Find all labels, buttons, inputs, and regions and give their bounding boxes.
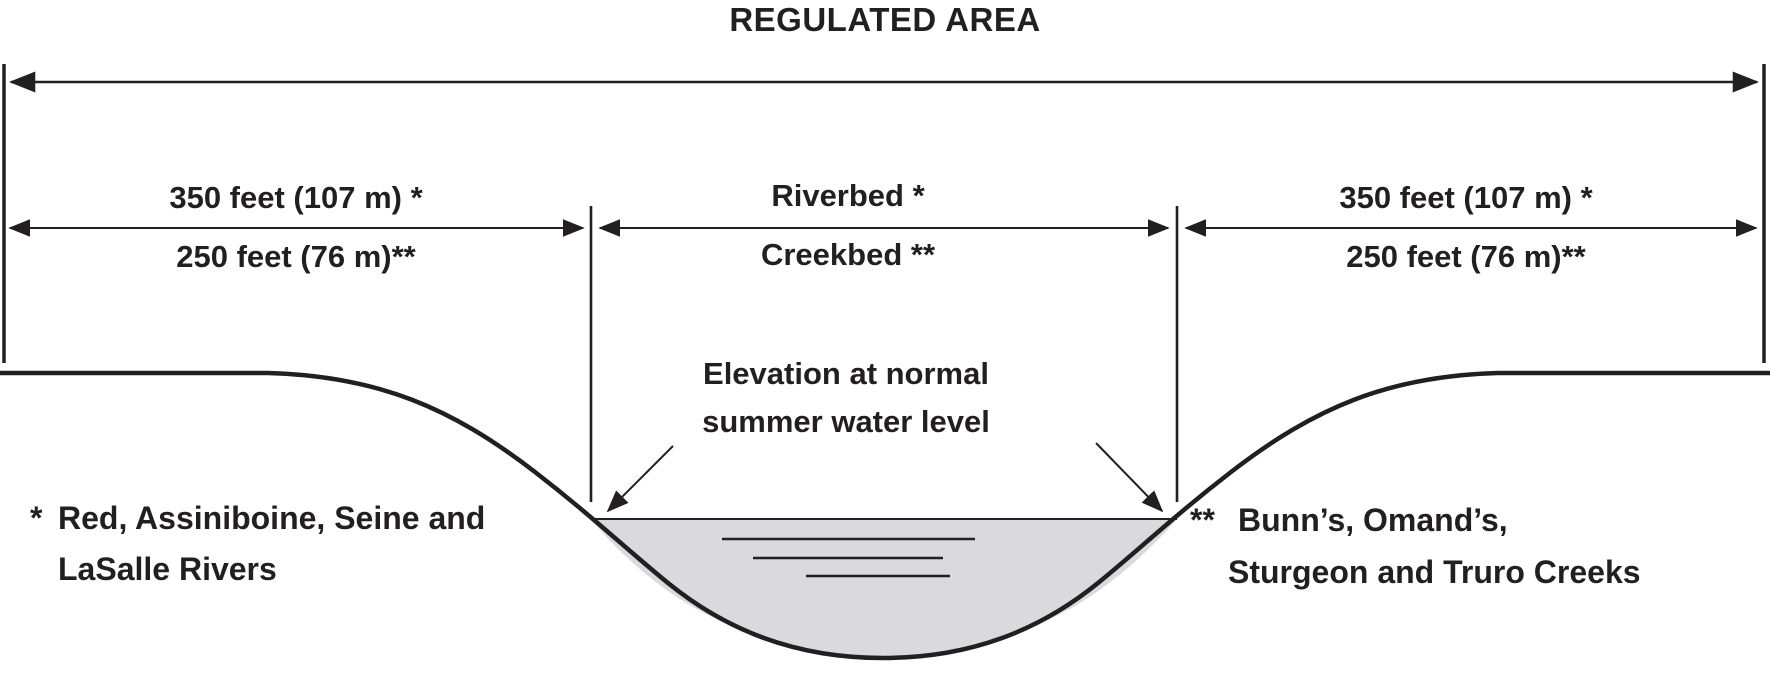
riverbank-terrain-outline xyxy=(0,370,1770,661)
footnote-rivers-marker: * xyxy=(30,500,43,536)
riverbed-label: Riverbed * xyxy=(771,178,925,213)
footnote-creeks-line1: Bunn’s, Omand’s, xyxy=(1238,502,1508,538)
right-setback-creeks-label: 250 feet (76 m)** xyxy=(1346,239,1586,274)
left-setback-creeks-label: 250 feet (76 m)** xyxy=(176,239,416,274)
footnote-creeks-marker: ** xyxy=(1190,502,1215,538)
footnote-rivers: * Red, Assiniboine, Seine and LaSalle Ri… xyxy=(30,500,485,587)
diagram-title: REGULATED AREA xyxy=(729,1,1040,38)
left-setback-rivers-label: 350 feet (107 m) * xyxy=(169,180,423,215)
water-level-label-line1: Elevation at normal xyxy=(703,356,989,391)
footnote-rivers-line2: LaSalle Rivers xyxy=(58,551,277,587)
footnote-rivers-line1: Red, Assiniboine, Seine and xyxy=(58,500,485,536)
footnote-creeks-line2: Sturgeon and Truro Creeks xyxy=(1228,554,1641,590)
water-level-pointer-arrow-right xyxy=(1095,442,1164,513)
creekbed-label: Creekbed ** xyxy=(761,237,936,272)
water-level-label-line2: summer water level xyxy=(702,404,990,439)
water-level-pointer-arrow-left xyxy=(606,445,674,513)
right-setback-rivers-label: 350 feet (107 m) * xyxy=(1339,180,1593,215)
water-body xyxy=(591,519,1177,657)
footnote-creeks: ** Bunn’s, Omand’s, Sturgeon and Truro C… xyxy=(1190,502,1641,590)
